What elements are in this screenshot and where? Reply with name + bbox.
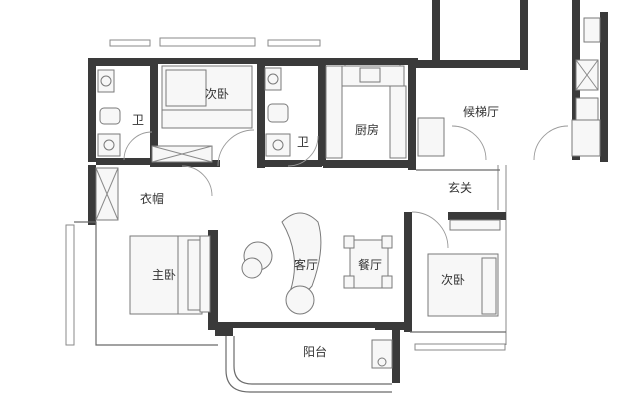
label-secondary-bedroom-north: 次卧	[205, 87, 229, 101]
room-labels: 次卧 卫 卫 厨房 候梯厅 衣帽 玄关 主卧 客厅 餐厅 次卧 阳台	[132, 87, 499, 359]
label-dining-room: 餐厅	[358, 257, 382, 272]
shaft-details	[417, 17, 601, 157]
label-living-room: 客厅	[294, 257, 318, 272]
label-foyer: 玄关	[448, 180, 472, 195]
room-outlines	[74, 169, 506, 393]
label-bathroom-east: 卫	[297, 135, 309, 149]
living-room-furniture	[241, 212, 322, 315]
walls	[88, 0, 608, 383]
label-bathroom-west: 卫	[132, 113, 144, 127]
label-cloakroom: 衣帽	[140, 191, 164, 206]
label-balcony: 阳台	[303, 344, 327, 359]
label-secondary-bedroom-east: 次卧	[441, 273, 465, 287]
label-kitchen: 厨房	[355, 122, 379, 137]
bathroom-east-fixtures	[264, 67, 291, 157]
balcony-details	[371, 339, 393, 369]
label-master-bedroom: 主卧	[152, 268, 176, 282]
master-bedroom-furniture	[129, 235, 211, 315]
label-elevator-hall: 候梯厅	[463, 105, 499, 119]
east-bedroom-furniture	[427, 219, 501, 317]
dining-table	[343, 235, 393, 289]
kitchen-counters	[325, 65, 407, 159]
door-swings	[123, 125, 569, 249]
north-bedroom-furniture	[161, 65, 253, 129]
bathroom-west-fixtures	[97, 69, 121, 157]
cloakroom-wardrobe	[95, 145, 213, 221]
